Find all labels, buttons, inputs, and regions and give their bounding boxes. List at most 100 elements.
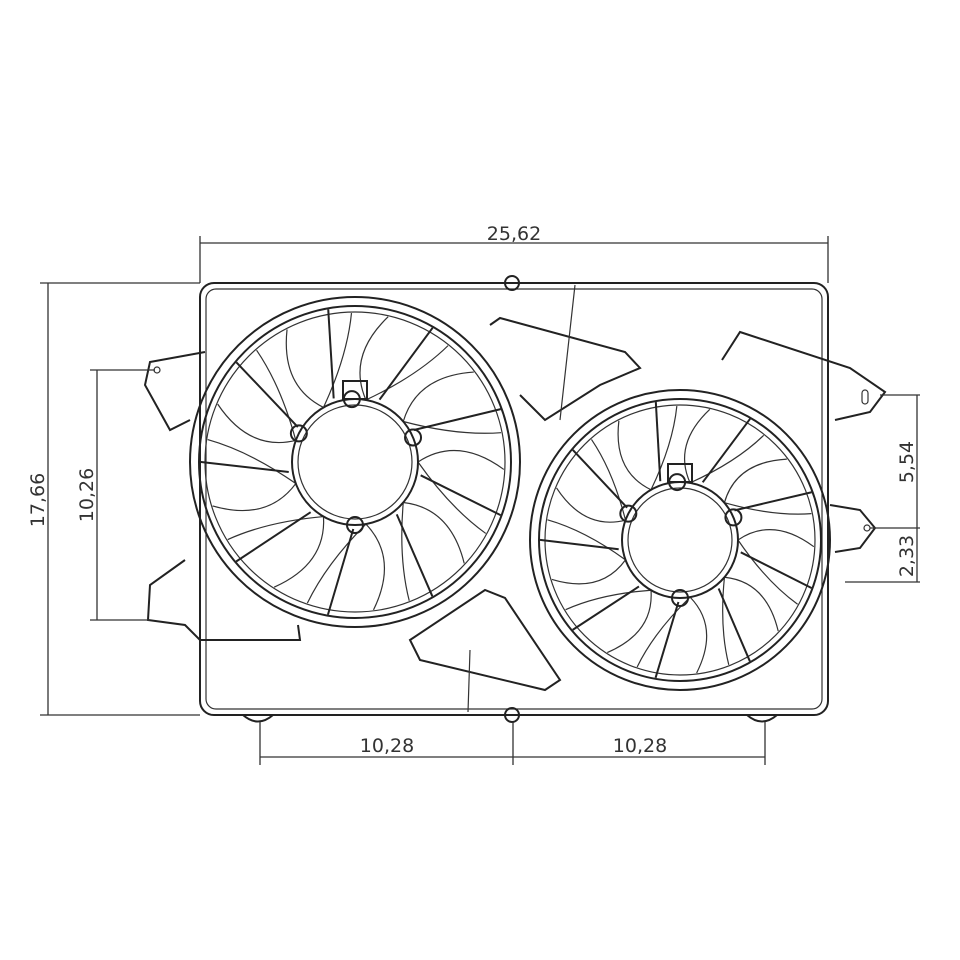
fan-blade xyxy=(207,439,297,485)
left-foot xyxy=(242,714,274,723)
fan-blade xyxy=(565,589,652,611)
fan-blade-edge xyxy=(607,590,652,654)
fan-tip-ring xyxy=(544,404,816,676)
fan-blade xyxy=(689,434,765,484)
dim-line xyxy=(199,236,829,283)
motor-mount-tab xyxy=(289,424,308,443)
fan-blade xyxy=(417,461,487,534)
motor-connector xyxy=(342,380,368,400)
fan-blade xyxy=(403,420,502,434)
fan-blade-edge xyxy=(724,576,779,632)
dim-line xyxy=(90,369,155,621)
fan-blade xyxy=(650,405,678,491)
dim-label-left-mount: 10,26 xyxy=(76,468,98,522)
motor-strut xyxy=(326,528,355,615)
motor-mount-tab xyxy=(671,589,689,607)
left-lower-bracket xyxy=(146,559,302,641)
dim-label-bottom-right: 10,28 xyxy=(613,735,667,757)
motor-strut xyxy=(539,538,619,551)
fan-outer-ring xyxy=(529,389,831,691)
fans xyxy=(189,296,831,691)
fan-blade xyxy=(227,515,324,541)
fan-blade-edge xyxy=(417,450,505,470)
fan-blade-edge xyxy=(212,483,297,512)
dimension-left-mount: 10,26 xyxy=(76,369,155,621)
fan-blade-edge xyxy=(285,329,324,408)
fan-blade xyxy=(306,523,367,604)
fan-blade-edge xyxy=(273,516,325,588)
fan-tip-ring xyxy=(204,311,506,613)
fan-blade-edge xyxy=(689,596,708,674)
motor-mount-tab xyxy=(346,516,364,534)
motor-strut xyxy=(654,402,662,482)
bottom-mount-bolt-icon xyxy=(504,707,520,723)
fan-blade-edge xyxy=(617,420,652,491)
motor-hub xyxy=(291,398,419,526)
fan-blade-edge xyxy=(365,523,385,611)
dimension-overall-width: 25,62 xyxy=(199,223,829,283)
motor-strut xyxy=(378,327,434,401)
dim-label-right-lower: 2,33 xyxy=(896,535,918,577)
fan-blade-edge xyxy=(403,501,465,564)
motor-connector xyxy=(667,463,693,483)
center-lower-rib xyxy=(408,588,562,692)
fan-blade xyxy=(724,502,812,515)
dimension-bottom: 10,28 10,28 xyxy=(259,722,766,765)
dim-label-height: 17,66 xyxy=(27,473,49,527)
dim-line xyxy=(40,282,200,716)
fan-blade-edge xyxy=(551,559,626,585)
left-fan xyxy=(189,296,521,628)
fan-blade-edge xyxy=(402,371,474,422)
motor-strut xyxy=(420,474,502,517)
motor-strut xyxy=(327,309,335,399)
fan-blade-edge xyxy=(737,529,815,548)
dimension-overall-height: 17,66 xyxy=(27,282,200,716)
fan-blade-edge xyxy=(359,316,389,401)
fan-blade-edge xyxy=(683,408,711,484)
fan-blade-edge xyxy=(217,403,296,444)
fan-blade xyxy=(547,519,626,561)
fan-blade xyxy=(401,502,410,601)
dim-label-width: 25,62 xyxy=(487,223,541,245)
motor-strut xyxy=(395,514,434,597)
motor-strut xyxy=(235,511,312,563)
center-upper-rib xyxy=(489,316,642,422)
fan-inner-ring xyxy=(198,305,512,619)
fan-blade xyxy=(722,577,730,665)
fan-blade xyxy=(256,349,297,441)
fan-blade-edge xyxy=(723,458,787,503)
fan-blade xyxy=(636,596,691,668)
fan-blade xyxy=(737,539,798,605)
motor-strut xyxy=(740,551,812,589)
right-upper-bracket xyxy=(721,330,887,421)
motor-hub xyxy=(621,481,739,599)
right-lower-bracket xyxy=(829,504,877,553)
motor-hub-inner xyxy=(627,487,733,593)
motor-mount-tab xyxy=(404,428,423,447)
motor-strut xyxy=(572,449,628,509)
fan-outer-ring xyxy=(189,296,521,628)
fan-blade xyxy=(322,312,353,408)
right-upper-slot xyxy=(861,389,869,405)
fan-inner-ring xyxy=(538,398,822,682)
motor-strut xyxy=(199,460,289,473)
motor-strut xyxy=(572,585,640,631)
motor-strut xyxy=(717,588,751,662)
shroud-seam xyxy=(467,284,576,713)
dim-label-right-upper: 5,54 xyxy=(896,441,918,483)
dim-line xyxy=(845,394,920,583)
motor-strut xyxy=(654,601,680,679)
left-upper-bracket xyxy=(143,351,206,432)
shroud-inner-edge xyxy=(205,288,823,710)
fan-blade-edge xyxy=(556,487,626,523)
motor-hub-inner xyxy=(297,404,413,520)
right-mount-hole xyxy=(863,524,871,532)
motor-mount-tab xyxy=(619,504,638,523)
right-fan xyxy=(529,389,831,691)
dim-label-bottom-left: 10,28 xyxy=(360,735,414,757)
fan-blade xyxy=(365,345,449,401)
right-foot xyxy=(746,714,778,723)
top-mount-bolt-icon xyxy=(504,275,520,291)
